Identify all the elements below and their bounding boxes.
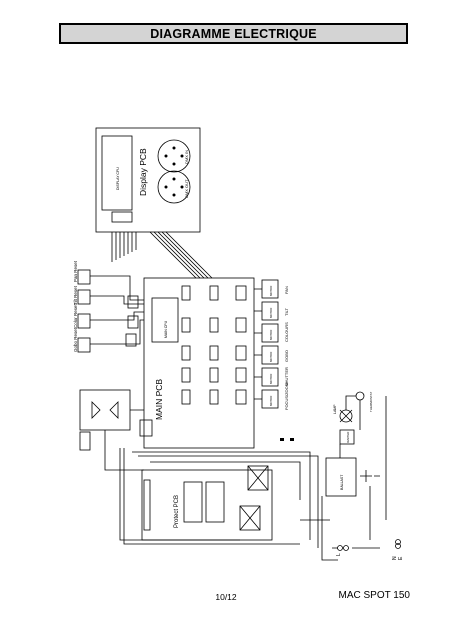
motor-box-label-2: MOTOR xyxy=(269,308,273,318)
dmx-out-label: DMX OUT xyxy=(184,179,189,198)
display-pcb-label: Display PCB xyxy=(138,148,148,196)
protect-pcb-board xyxy=(141,469,273,541)
rectifier-bridge xyxy=(79,389,131,431)
pan-reset-label: Pan Reset xyxy=(73,260,78,282)
main-cpu-chip xyxy=(151,297,179,343)
protect-pcb-label: Protect PCB xyxy=(174,495,180,528)
igniter-label: IGNITER xyxy=(346,432,350,443)
page-title-bar: DIAGRAMME ELECTRIQUE xyxy=(59,23,408,44)
colours-label: COLOURS xyxy=(284,322,289,342)
motor-box-label-1: MOTOR xyxy=(269,286,273,296)
fan-left xyxy=(239,505,261,531)
tilt-reset-sensor xyxy=(77,289,91,305)
motor-box-label-5: MOTOR xyxy=(269,374,273,384)
gobo-reset-label: Gobo Reset xyxy=(73,327,78,352)
ballast-box xyxy=(325,457,357,497)
dmx-in-label: DMX IN xyxy=(184,150,189,164)
igniter-box xyxy=(339,429,355,445)
motor-box-label-4: MOTOR xyxy=(269,352,273,362)
thermostat-label: THERMOSTAT xyxy=(369,392,373,412)
tilt-reset-label: Tilt Reset xyxy=(73,285,78,305)
main-cpu-label: MAIN CPU xyxy=(164,320,168,338)
page-number: 10/12 xyxy=(215,592,237,602)
lamp-label: LAMP xyxy=(333,404,337,414)
gobo-reset-sensor xyxy=(77,337,91,353)
main-pcb-label: MAIN PCB xyxy=(154,379,164,420)
shutter-label: SHUTTER xyxy=(284,367,289,386)
main-pcb-board xyxy=(143,277,255,449)
display-pcb-board xyxy=(95,127,201,233)
neutral-label: N xyxy=(392,556,398,560)
earth-label: E xyxy=(398,556,404,560)
color-reset-label: Color Reset xyxy=(73,303,78,328)
dmx-out-connector xyxy=(157,170,191,204)
tilt-label: TILT xyxy=(284,308,289,316)
dmx-in-connector xyxy=(157,139,191,173)
motor-box-label-6: MOTOR xyxy=(269,396,273,406)
color-reset-sensor xyxy=(77,313,91,329)
display-cpu-label: DISPLAY CPU xyxy=(116,167,120,190)
fan-right xyxy=(247,465,269,491)
motor-box-label-3: MOTOR xyxy=(269,330,273,340)
line-label: L xyxy=(336,553,342,556)
gobo-label: GOBO xyxy=(284,350,289,362)
focus-label: FOCUS/ZOOM xyxy=(284,383,289,410)
pan-label: PAN xyxy=(284,286,289,294)
model-label: MAC SPOT 150 xyxy=(338,590,410,601)
ballast-label: BALLAST xyxy=(340,474,344,490)
display-cpu-chip xyxy=(101,135,133,211)
page-title: DIAGRAMME ELECTRIQUE xyxy=(150,26,317,41)
pan-reset-sensor xyxy=(77,269,91,285)
